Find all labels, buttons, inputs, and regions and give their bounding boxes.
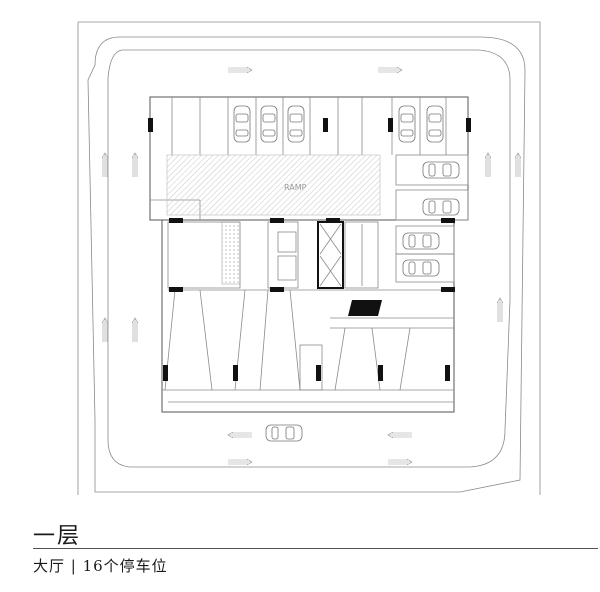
parking-stalls-right (395, 154, 469, 283)
floor-title: 一层 (33, 524, 82, 549)
floor-subtitle: 大厅 | 16个停车位 (33, 557, 168, 575)
floor-plan-drawing: RAMP (77, 21, 541, 495)
site-boundary (77, 21, 541, 495)
parking-stalls-top (171, 97, 447, 155)
ramp-label: RAMP (284, 183, 307, 192)
entrance-marker (348, 300, 382, 316)
traffic-arrows (101, 66, 522, 466)
core-area (167, 221, 454, 329)
ramp: RAMP (166, 154, 381, 216)
structural-columns (148, 118, 471, 381)
driveway-outline (87, 36, 526, 493)
parking-stalls-bottom (162, 289, 454, 403)
caption-divider (33, 548, 598, 549)
